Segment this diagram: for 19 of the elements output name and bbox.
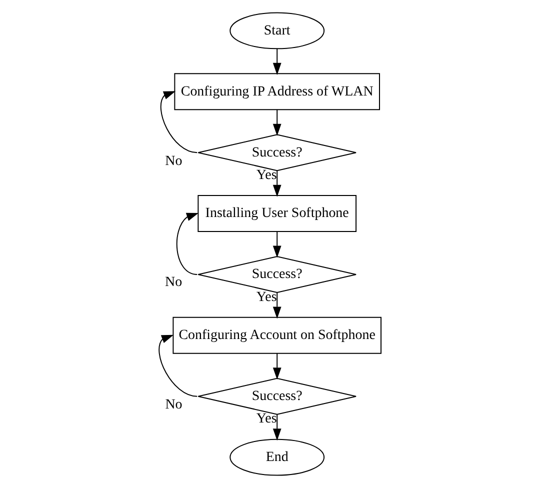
edge-label: No [164,275,182,290]
arrow [160,91,198,154]
arrow [272,414,281,441]
arrow [272,352,281,380]
arrow [272,48,281,75]
node-diamond: Success? [197,256,356,293]
arrow [272,170,281,197]
edge-label: No [164,398,182,413]
arrow [272,231,281,258]
node-box: Configuring IP Address of WLAN [174,73,380,110]
arrow [272,292,281,319]
node-ellipse: Start [229,12,324,50]
arrow [176,212,198,275]
edge-label: No [164,154,182,169]
node-ellipse: End [229,438,324,476]
node-box: Installing User Softphone [197,195,356,232]
node-box: Configuring Account on Softphone [172,316,381,354]
arrow [272,109,281,136]
arrow [158,334,198,397]
